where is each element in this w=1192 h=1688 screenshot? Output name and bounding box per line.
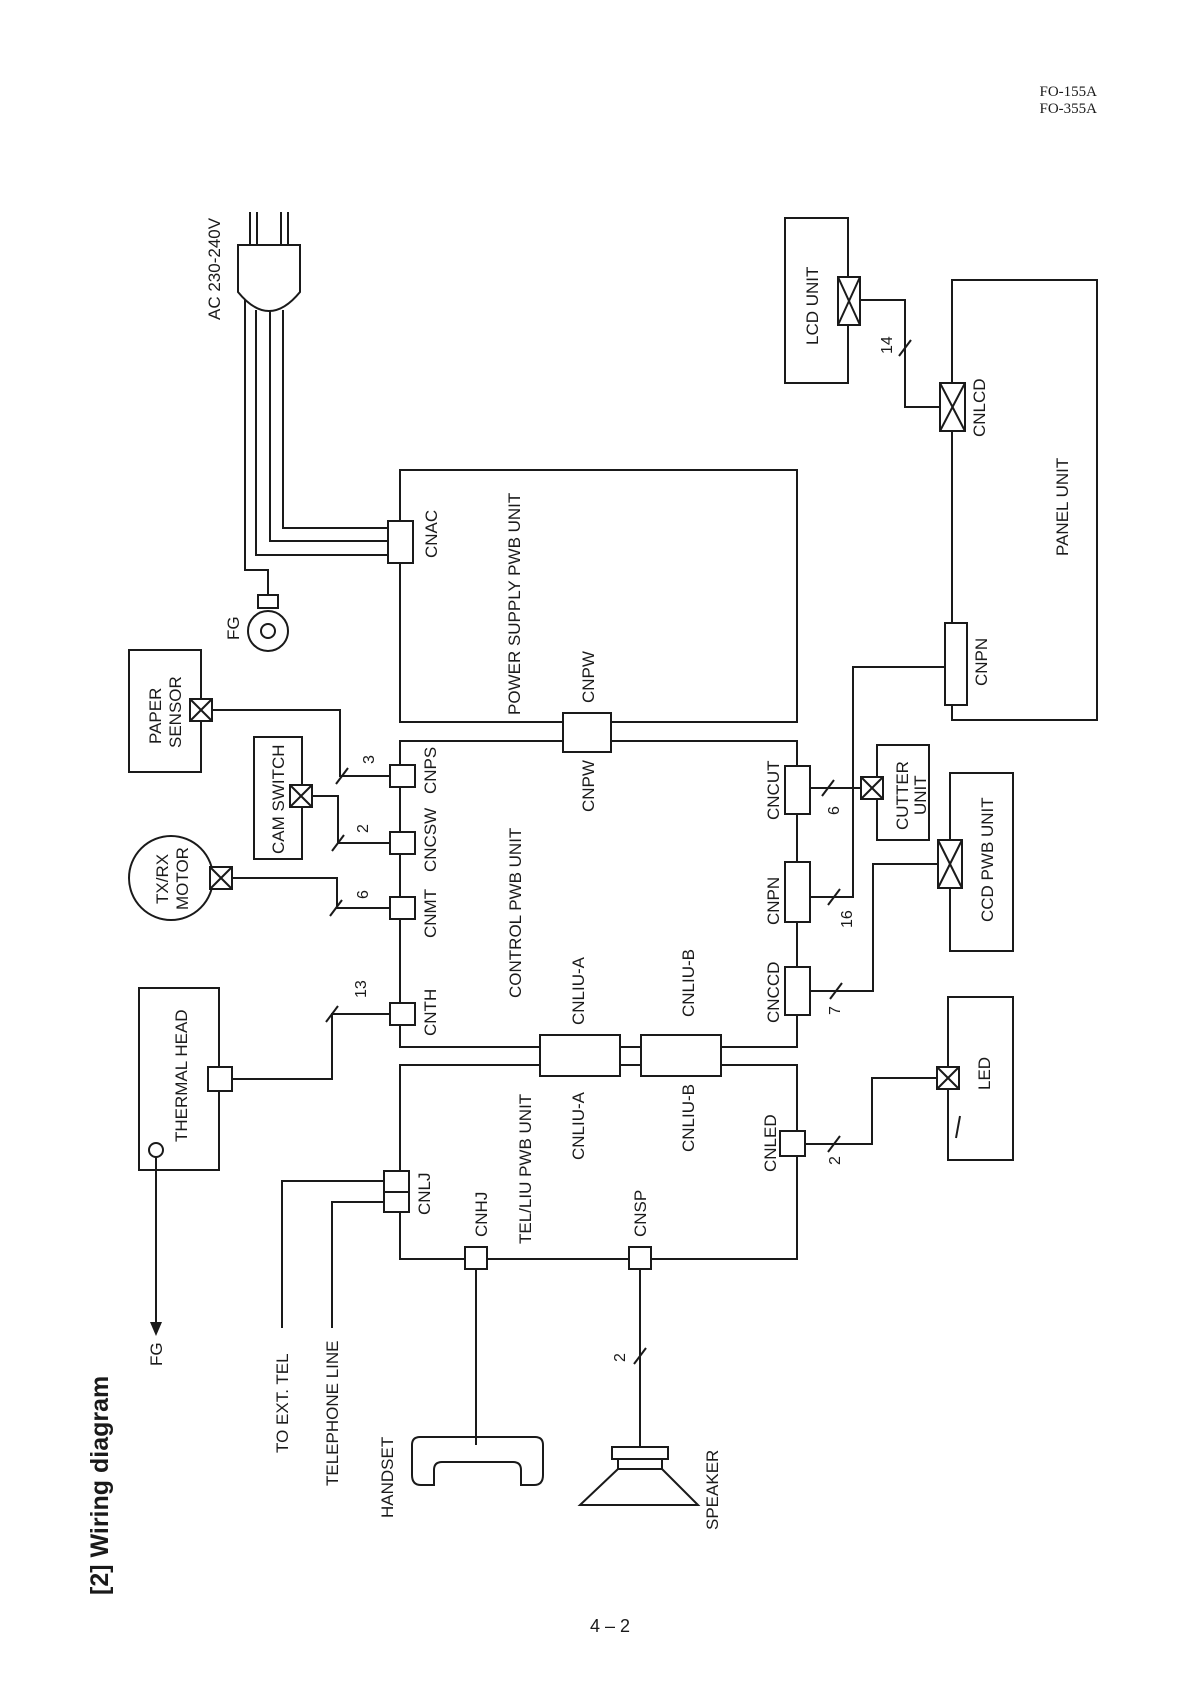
paper-sensor-label-2: SENSOR <box>166 676 185 748</box>
cnth-label: CNTH <box>421 989 440 1036</box>
cnth-connector <box>389 1002 416 1026</box>
cnmt-connector <box>389 896 416 920</box>
speaker-label: SPEAKER <box>703 1450 722 1530</box>
cnac-label: CNAC <box>422 510 441 558</box>
cnsp-label: CNSP <box>631 1190 650 1237</box>
cam-switch-label: CAM SWITCH <box>269 744 288 854</box>
led-unit-label: LED <box>975 1057 994 1090</box>
control-unit-label: CONTROL PWB UNIT <box>506 828 525 998</box>
wire-count-speaker: 2 <box>612 1353 629 1362</box>
cnps-connector <box>389 764 416 788</box>
wire-count-ccd: 7 <box>827 1006 844 1015</box>
thermal-head-unit <box>138 987 220 1171</box>
cnpn-panel-label: CNPN <box>972 638 991 686</box>
wire-count-cutter: 6 <box>826 806 843 815</box>
cnled-label: CNLED <box>761 1114 780 1172</box>
cnhj-label: CNHJ <box>472 1192 491 1237</box>
cnliu-a-connector <box>539 1034 621 1077</box>
cutter-unit <box>876 744 930 841</box>
power-supply-unit-label: POWER SUPPLY PWB UNIT <box>505 493 524 715</box>
cnliu-b-control-label: CNLIU-B <box>679 949 698 1017</box>
thermal-head-label: THERMAL HEAD <box>172 1009 191 1142</box>
panel-unit <box>951 279 1098 721</box>
wire-count-motor: 6 <box>355 890 372 899</box>
wire-count-led: 2 <box>827 1156 844 1165</box>
motor-label-2: MOTOR <box>173 847 192 910</box>
cnliu-a-control-label: CNLIU-A <box>569 956 588 1025</box>
led-icon <box>955 1115 961 1139</box>
cnliu-a-liu-label: CNLIU-A <box>569 1091 588 1160</box>
motor-label-1: TX/RX <box>153 854 172 904</box>
section-title: [2] Wiring diagram <box>86 1376 114 1595</box>
cncsw-label: CNCSW <box>421 808 440 872</box>
handset-icon <box>411 1436 544 1486</box>
cnlj-label: CNLJ <box>415 1172 434 1215</box>
wire-count-lcd: 14 <box>879 336 896 354</box>
telephone-line-label: TELEPHONE LINE <box>323 1341 342 1487</box>
cnpn-control-connector <box>784 861 811 923</box>
ac-plug-icon <box>237 212 301 312</box>
cnliu-b-connector <box>640 1034 722 1077</box>
lcd-unit-label: LCD UNIT <box>803 267 822 345</box>
handset-label: HANDSET <box>378 1437 397 1518</box>
cncut-label: CNCUT <box>764 761 783 821</box>
cutter-unit-label-1: CUTTER <box>893 761 912 830</box>
cnccd-label: CNCCD <box>764 962 783 1023</box>
fg-bottom-label: FG <box>147 1342 166 1366</box>
thermal-head-connector-icon <box>207 1066 233 1092</box>
wire-count-cam-switch: 2 <box>355 824 372 833</box>
panel-unit-label: PANEL UNIT <box>1053 458 1072 556</box>
page-number: 4 – 2 <box>590 1616 630 1636</box>
cnac-connector <box>387 520 414 564</box>
cnhj-connector <box>464 1246 488 1270</box>
ccd-unit-label: CCD PWB UNIT <box>978 797 997 922</box>
cnpn-panel-connector <box>944 622 968 706</box>
wire-count-thermal-head: 13 <box>353 980 370 998</box>
wire-count-panel: 16 <box>839 910 856 928</box>
control-pwb-unit <box>399 740 798 1048</box>
cnccd-connector <box>784 966 811 1016</box>
power-supply-pwb-unit <box>399 469 798 723</box>
to-ext-tel-label: TO EXT. TEL <box>273 1353 292 1453</box>
cnmt-label: CNMT <box>421 889 440 938</box>
fg-top-label: FG <box>224 616 243 640</box>
cncut-connector <box>784 765 811 815</box>
wire-count-paper-sensor: 3 <box>361 755 378 764</box>
model-number-1: FO-155A <box>1039 84 1097 100</box>
paper-sensor-label-1: PAPER <box>146 688 165 744</box>
cnlcd-label: CNLCD <box>970 378 989 437</box>
cnps-label: CNPS <box>421 747 440 794</box>
cnpw-control-label: CNPW <box>579 760 598 812</box>
cnled-connector <box>779 1130 806 1157</box>
cutter-unit-label-2: UNIT <box>911 775 930 815</box>
ac-power-label: AC 230-240V <box>205 217 224 320</box>
cnpw-connector <box>562 712 612 753</box>
model-number-2: FO-355A <box>1039 101 1097 117</box>
cnpw-power-label: CNPW <box>579 651 598 703</box>
cncsw-connector <box>389 831 416 855</box>
fg-ground-lug-icon <box>247 594 289 652</box>
cnliu-b-liu-label: CNLIU-B <box>679 1084 698 1152</box>
fg-arrow-icon <box>150 1322 162 1336</box>
cnsp-connector <box>628 1246 652 1270</box>
tel-liu-pwb-unit <box>399 1064 798 1260</box>
cnpn-control-label: CNPN <box>764 877 783 925</box>
tel-liu-unit-label: TEL/LIU PWB UNIT <box>516 1094 535 1244</box>
speaker-icon <box>577 1446 701 1506</box>
